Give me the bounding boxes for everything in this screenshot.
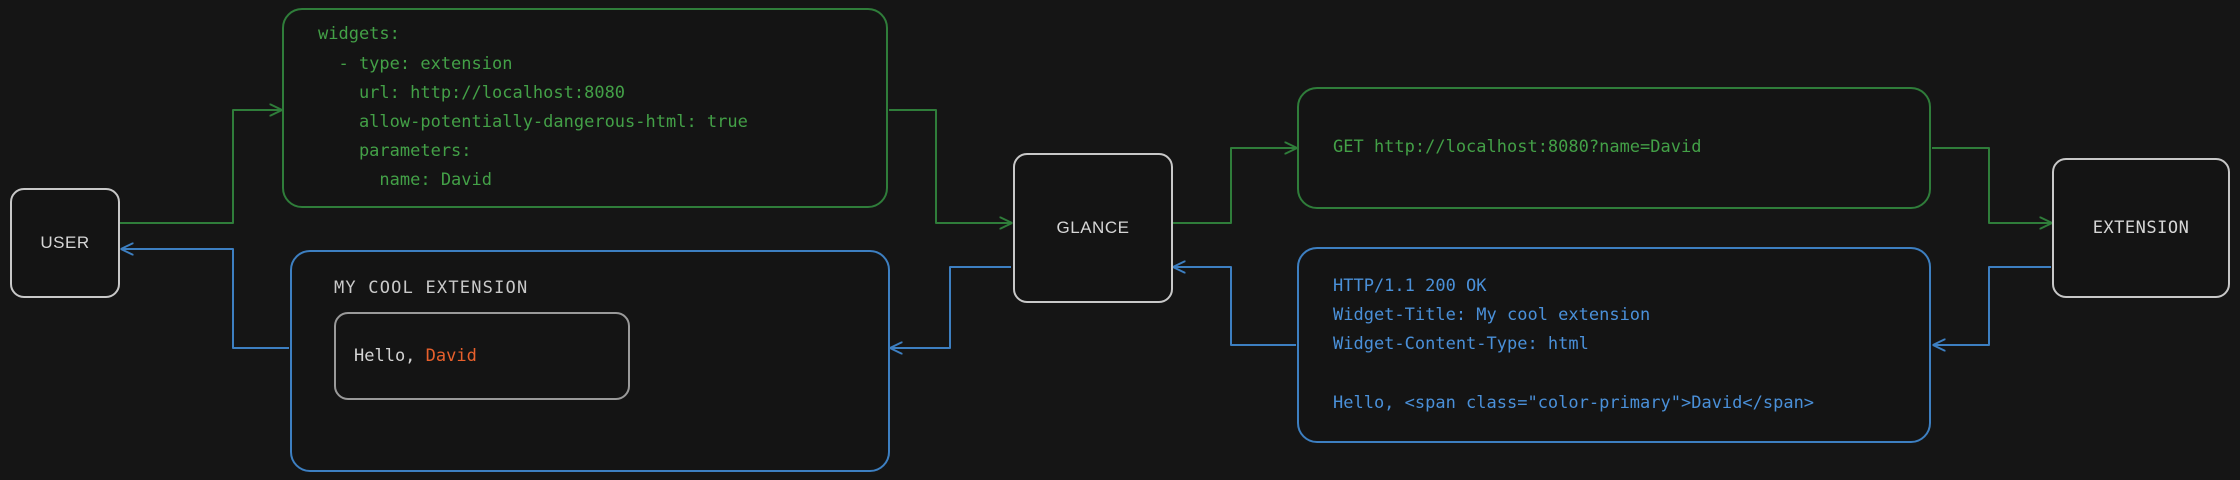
edge-widget-to-user	[122, 249, 289, 349]
rendered-widget-body: Hello, David	[334, 312, 630, 400]
node-user-label: USER	[40, 233, 90, 252]
http-response-code: HTTP/1.1 200 OK Widget-Title: My cool ex…	[1333, 275, 1815, 413]
node-extension[interactable]: EXTENSION	[2052, 158, 2230, 298]
widget-greeting-name: David	[425, 346, 477, 366]
node-extension-label: EXTENSION	[2092, 218, 2190, 238]
widget-greeting: Hello, David	[354, 346, 477, 366]
edge-request-to-extension	[1932, 147, 2051, 223]
http-response-box[interactable]: HTTP/1.1 200 OK Widget-Title: My cool ex…	[1297, 247, 1931, 443]
http-request-code: GET http://localhost:8080?name=David	[1333, 137, 1702, 158]
rendered-widget-title: MY COOL EXTENSION	[334, 278, 529, 298]
http-request-box[interactable]: GET http://localhost:8080?name=David	[1297, 87, 1931, 209]
yaml-config-box[interactable]: widgets: - type: extension url: http://l…	[282, 8, 888, 208]
edge-user-to-config	[120, 110, 281, 224]
node-glance[interactable]: GLANCE	[1013, 153, 1173, 303]
edge-config-to-glance	[889, 109, 1011, 223]
edge-response-to-glance	[1174, 267, 1296, 346]
yaml-config-code: widgets: - type: extension url: http://l…	[318, 24, 748, 191]
edge-glance-to-widget	[891, 266, 1011, 348]
node-user[interactable]: USER	[10, 188, 120, 298]
edge-extension-to-response	[1934, 266, 2051, 345]
widget-greeting-prefix: Hello,	[354, 346, 426, 366]
rendered-widget-box[interactable]: MY COOL EXTENSION Hello, David	[290, 250, 890, 472]
node-glance-label: GLANCE	[1056, 218, 1130, 237]
edge-glance-to-request	[1172, 148, 1296, 224]
